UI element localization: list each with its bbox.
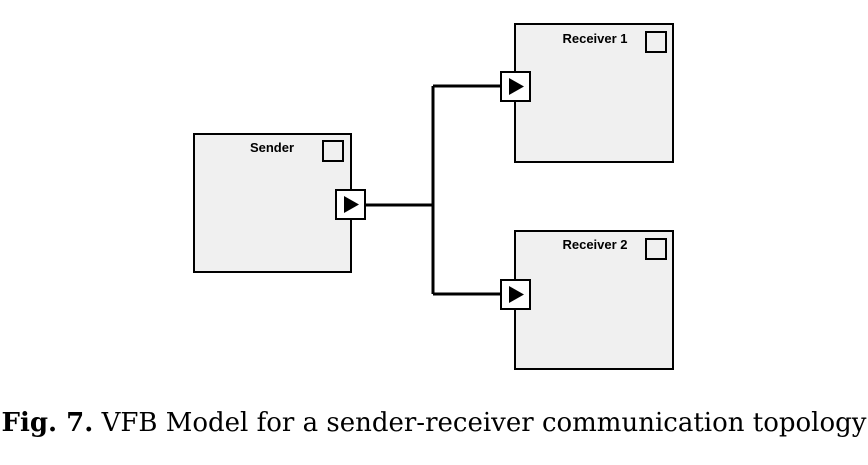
vfb-diagram: Sender Receiver 1 Receiver 2: [193, 23, 674, 370]
receiver-2-port[interactable]: [500, 279, 531, 310]
sender-component[interactable]: Sender: [193, 133, 366, 273]
sender-label: Sender: [250, 140, 294, 155]
receiver-1-port[interactable]: [500, 71, 531, 102]
receiver-2-label: Receiver 2: [562, 237, 627, 252]
connector-lines: [366, 84, 501, 296]
receiver-2-component[interactable]: Receiver 2: [500, 230, 674, 370]
sender-component-icon: [322, 140, 344, 162]
receiver-2-port-arrow-icon: [509, 286, 524, 303]
receiver-1-component[interactable]: Receiver 1: [500, 23, 674, 163]
figure-caption: Fig. 7. VFB Model for a sender-receiver …: [0, 408, 868, 438]
caption-figure-number: Fig. 7.: [1, 408, 94, 438]
receiver-2-component-icon: [645, 238, 667, 260]
receiver-1-port-arrow-icon: [509, 78, 524, 95]
sender-port[interactable]: [335, 189, 366, 220]
caption-text: VFB Model for a sender-receiver communic…: [101, 408, 867, 438]
sender-port-arrow-icon: [344, 196, 359, 213]
receiver-1-component-icon: [645, 31, 667, 53]
receiver-1-label: Receiver 1: [562, 31, 627, 46]
